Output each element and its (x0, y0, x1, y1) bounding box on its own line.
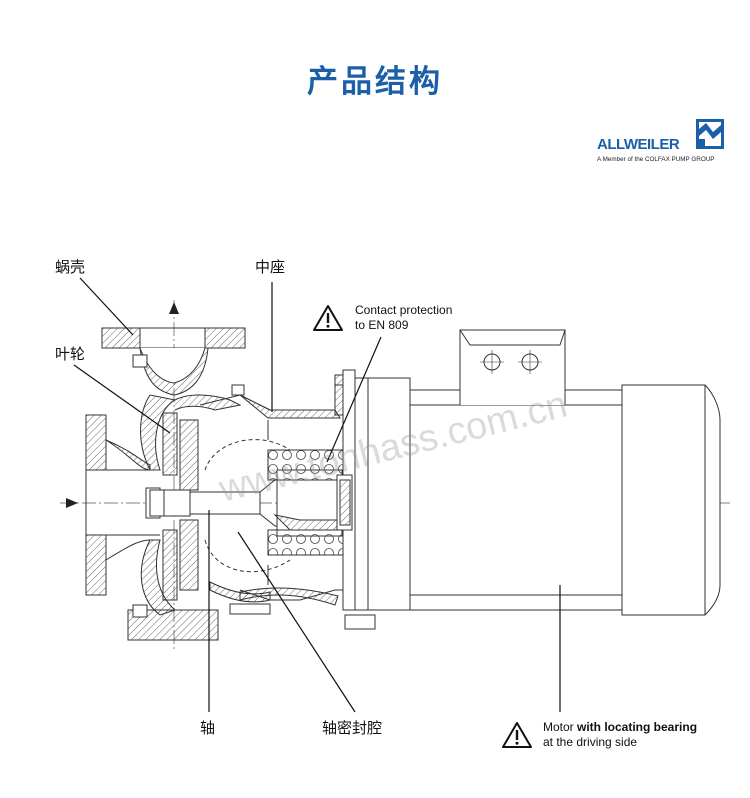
impeller (145, 412, 199, 601)
label-middle-seat: 中座 (255, 258, 286, 276)
page-title: 产品结构 (307, 64, 443, 100)
warning-triangle-icon (502, 722, 532, 748)
label-shaft: 轴 (200, 719, 216, 737)
motor-note-prefix: Motor (543, 720, 578, 734)
motor-note-bold: with locating bearing (577, 720, 698, 734)
allweiler-logo: ALLWEILER A Member of the COLFAX PUMP GR… (597, 119, 727, 169)
contact-note-line2: to EN 809 (355, 318, 409, 332)
shaft (189, 469, 343, 537)
allweiler-logo-mark-icon (696, 119, 724, 149)
discharge-flange (101, 327, 246, 396)
motor-note-line2: at the driving side (543, 735, 638, 749)
logo-name: ALLWEILER (597, 136, 680, 153)
label-seal-chamber: 轴密封腔 (322, 719, 383, 737)
logo-subtitle: A Member of the COLFAX PUMP GROUP (597, 156, 715, 163)
contact-protection-note: Contact protection to EN 809 (355, 303, 452, 333)
bolts (132, 354, 376, 630)
motor-note: Motor with locating bearing at the drivi… (543, 720, 697, 750)
terminal-box (459, 329, 566, 405)
outlet-arrow-icon (169, 302, 179, 314)
contact-note-line1: Contact protection (355, 303, 453, 317)
contact-protection-guard (267, 449, 353, 556)
label-volute: 蜗壳 (55, 258, 86, 276)
warning-triangle-icon (313, 305, 343, 331)
motor (354, 329, 721, 616)
leader-lines (73, 277, 561, 713)
inlet-arrow-icon (66, 498, 78, 508)
label-impeller: 叶轮 (55, 345, 86, 363)
